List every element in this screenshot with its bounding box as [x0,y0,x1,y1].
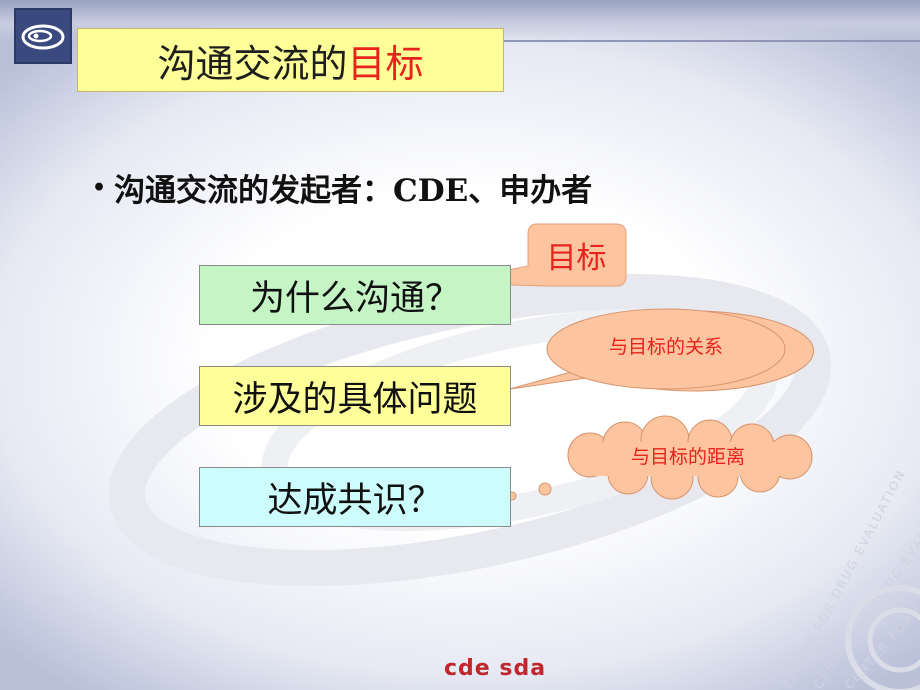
callout-relation-label: 与目标的关系 [608,336,723,358]
callout-target-label: 目标 [546,241,607,276]
slide-title-accent: 目标 [347,41,424,86]
footer-logo-text: cde sda [444,656,547,681]
thought-bubble-dot-large [538,482,552,496]
callout-distance-label: 与目标的距离 [630,446,745,468]
slide-title-main: 沟通交流的 [157,41,348,86]
bullet-point: • 沟通交流的发起者：CDE、申办者 [92,165,592,210]
bullet-text: 沟通交流的发起者：CDE、申办者 [114,173,593,209]
slide-title: 沟通交流的目标 [77,28,504,92]
question-box-consensus: 达成共识？ [199,467,511,527]
bullet-dot-icon: • [92,174,107,201]
question-box-issues: 涉及的具体问题 [199,366,511,426]
callout-target-shape [443,223,627,287]
callout-relation-oval [546,308,786,390]
question-box-why: 为什么沟通？ [199,265,511,325]
cde-eye-logo-icon [14,8,72,64]
